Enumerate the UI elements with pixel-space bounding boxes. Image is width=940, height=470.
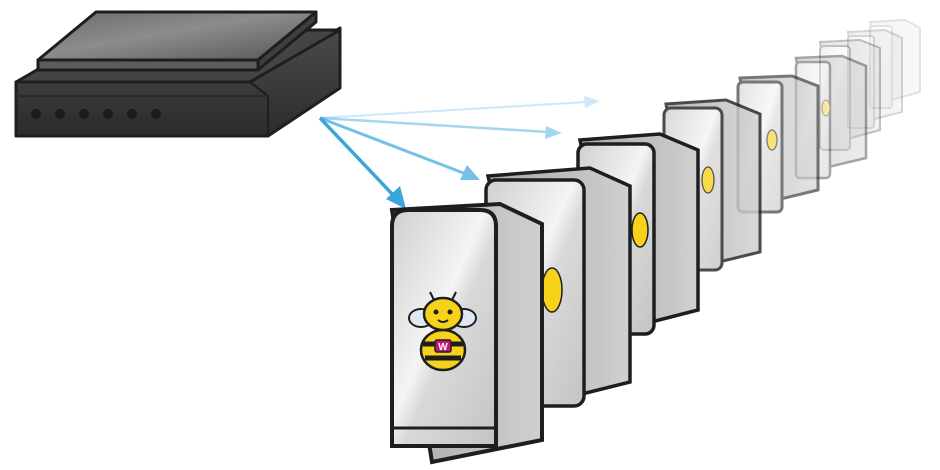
server-row: W	[389, 18, 921, 465]
arrows	[318, 96, 600, 209]
arrow-to-mid-server	[319, 116, 562, 139]
router-icon	[14, 10, 342, 138]
router-ports	[31, 109, 161, 119]
arrow-to-far-server	[319, 96, 600, 119]
server-tower-icon: W	[389, 201, 544, 465]
arrow-to-first-server	[318, 116, 406, 209]
arrow-to-second-server	[319, 116, 480, 180]
bee-badge-letter: W	[438, 342, 448, 353]
bee-mascot-icon: W	[408, 291, 477, 372]
